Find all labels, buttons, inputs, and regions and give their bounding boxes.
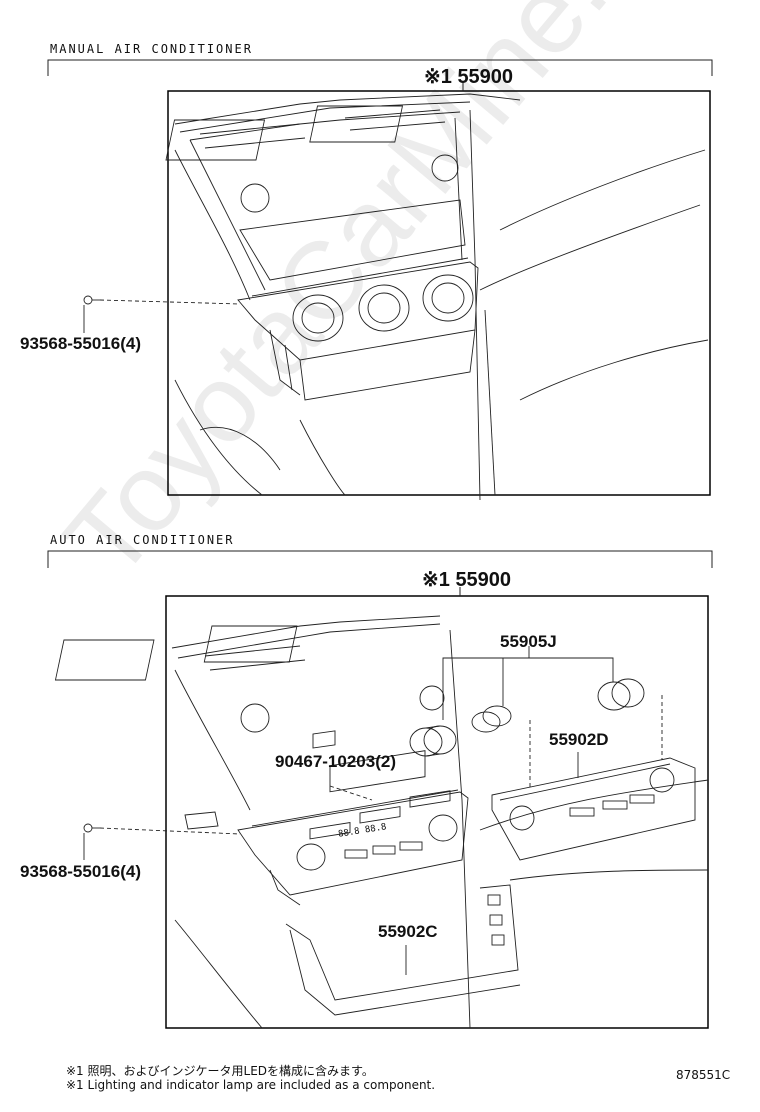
auto-frame: [165, 595, 709, 1029]
auto-dashboard-drawing: [54, 615, 709, 1029]
manual-section-bracket: [47, 59, 713, 76]
manual-screw-label: 93568-55016(4): [20, 334, 141, 353]
knob-part-label: 55905J: [500, 632, 557, 651]
footnote-english: ※1 Lighting and indicator lamp are inclu…: [66, 1078, 436, 1092]
manual-dashboard-drawing: [83, 93, 709, 501]
auto-section-bracket: [47, 550, 713, 568]
manual-assembly-label: ※1 55900: [424, 66, 514, 88]
panel-part-label: 55902D: [549, 730, 609, 749]
footnote-japanese: ※1 照明、およびインジケータ用LEDを構成に含みます。: [66, 1064, 374, 1078]
manual-frame: [167, 90, 711, 496]
auto-screw-label: 93568-55016(4): [20, 862, 141, 881]
auto-assembly-label: ※1 55900: [422, 569, 512, 591]
manual-section-header: MANUAL AIR CONDITIONER: [50, 42, 253, 56]
diagram-number: 878551C: [676, 1068, 731, 1082]
auto-section-header: AUTO AIR CONDITIONER: [50, 533, 235, 547]
bulb-part-label: 90467-10203(2): [275, 752, 396, 771]
bezel-part-label: 55902C: [378, 922, 438, 941]
